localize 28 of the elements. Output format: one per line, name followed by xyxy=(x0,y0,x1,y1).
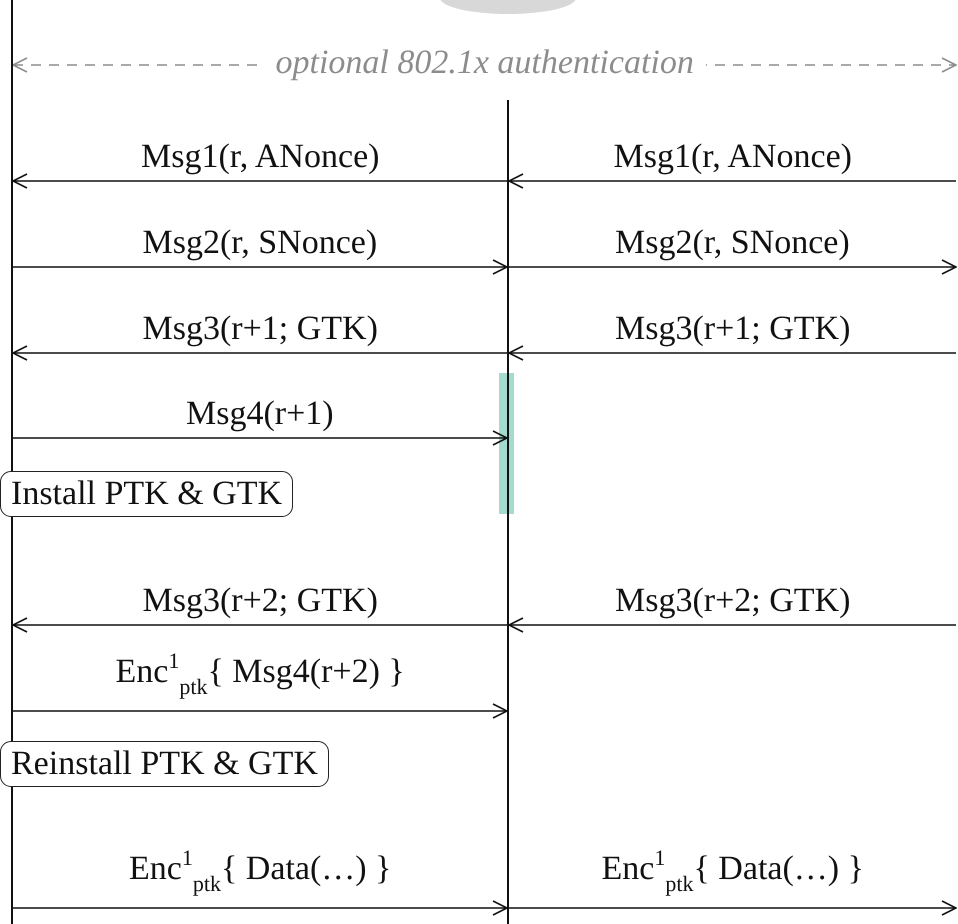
edge-label: Enc$^{1}$$_{ptk}${ Data(…) } xyxy=(602,844,864,898)
arrow xyxy=(13,900,508,916)
edge-label: Msg4(r+1) xyxy=(186,394,334,434)
state-box: Reinstall PTK & GTK xyxy=(0,741,329,787)
edge-label: Msg2(r, SNonce) xyxy=(615,223,850,263)
edge-label: Msg2(r, SNonce) xyxy=(142,223,378,263)
arrow xyxy=(13,259,508,275)
arrow xyxy=(508,345,956,361)
state-box: Install PTK & GTK xyxy=(0,471,294,517)
edge-label: Msg1(r, ANonce) xyxy=(614,137,852,177)
edge-label: Enc$^{1}$$_{ptk}${ Data(…) } xyxy=(129,844,392,898)
edge-label: Enc$^{1}$$_{ptk}${ Msg4(r+2) } xyxy=(116,647,405,701)
edge-label: Msg3(r+1; GTK) xyxy=(615,309,850,349)
arrow xyxy=(12,617,507,633)
lifeline xyxy=(11,0,13,924)
lifeline xyxy=(507,100,509,924)
arrow xyxy=(12,173,507,189)
arrow xyxy=(509,259,957,275)
arrow xyxy=(13,430,508,446)
edge-label: Msg3(r+2; GTK) xyxy=(615,581,850,621)
arrow xyxy=(509,900,957,916)
arrow xyxy=(12,345,507,361)
edge-label: Msg3(r+1; GTK) xyxy=(142,309,378,349)
edge-label: Msg3(r+2; GTK) xyxy=(142,581,378,621)
arrow xyxy=(508,617,956,633)
arrow xyxy=(508,173,956,189)
arrow xyxy=(13,703,508,719)
edge-label: Msg1(r, ANonce) xyxy=(141,137,380,177)
